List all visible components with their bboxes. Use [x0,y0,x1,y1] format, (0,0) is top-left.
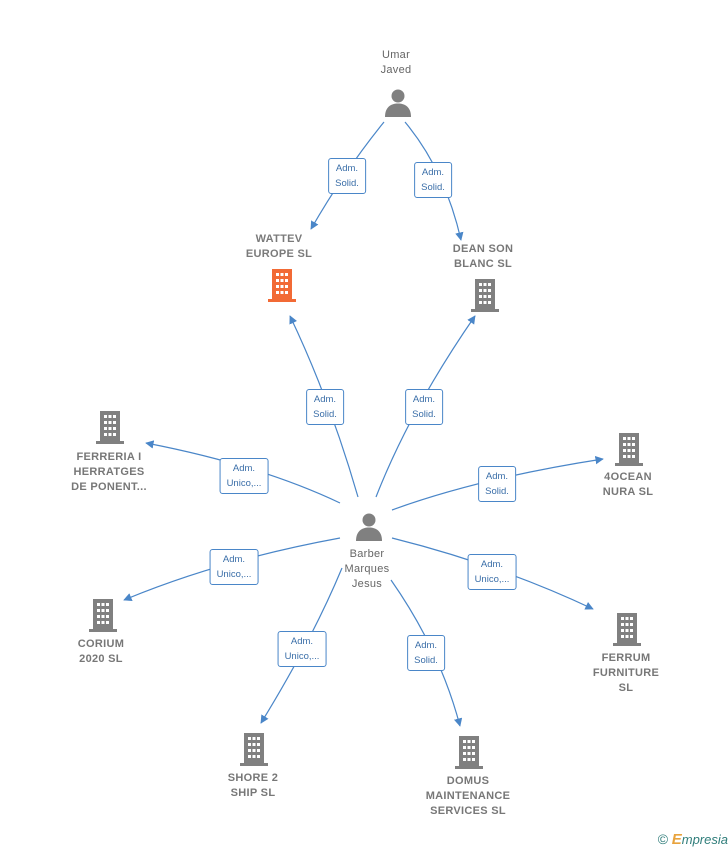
role-line1: Adm. [480,559,504,570]
node-ocean-line1: 4OCEAN [604,471,652,483]
building-icon[interactable] [239,732,269,766]
node-barber-label[interactable]: Barber Marques Jesus [345,547,390,592]
node-shore-label[interactable]: SHORE 2 SHIP SL [228,771,278,801]
role-barber-ferreria[interactable]: Adm. Unico,... [219,458,269,494]
node-wattev-line1: WATTEV [255,233,303,245]
node-domus-line2: MAINTENANCE [425,790,511,802]
brand-footer[interactable]: © Empresia [658,831,728,848]
building-icon[interactable] [88,598,118,632]
role-line2: Solid. [412,409,436,420]
building-icon[interactable] [95,410,125,444]
node-umar-label[interactable]: Umar Javed [381,48,412,78]
role-line1: Adm. [485,471,509,482]
node-ferreria-label[interactable]: FERRERIA I HERRATGES DE PONENT... [71,450,147,495]
role-line2: Unico,... [216,569,252,580]
role-umar-dean[interactable]: Adm. Solid. [414,162,452,198]
role-barber-dean[interactable]: Adm. Solid. [405,389,443,425]
node-barber-line1: Barber [349,548,385,560]
node-umar-line2: Javed [380,64,412,76]
node-ferreria-line1: FERRERIA I [76,451,142,463]
node-domus-line1: DOMUS [446,775,490,787]
node-dean-label[interactable]: DEAN SON BLANC SL [453,242,513,272]
node-ferreria-line3: DE PONENT... [71,481,147,493]
building-icon[interactable] [267,268,297,302]
role-line1: Adm. [222,554,246,565]
role-line2: Solid. [414,655,438,666]
node-domus-line3: SERVICES SL [430,805,506,817]
role-line2: Unico,... [474,574,510,585]
brand-logo: Empresia [671,831,728,848]
brand-initial: E [671,831,682,848]
brand-name: mpresia [681,832,728,847]
role-line1: Adm. [421,167,445,178]
role-barber-ferrum[interactable]: Adm. Unico,... [467,554,517,590]
node-wattev-label[interactable]: WATTEV EUROPE SL [246,232,312,262]
building-icon[interactable] [470,278,500,312]
role-barber-corium[interactable]: Adm. Unico,... [209,549,259,585]
node-ferrum-line1: FERRUM [601,652,651,664]
node-shore-line1: SHORE 2 [227,772,279,784]
role-line1: Adm. [412,394,436,405]
node-corium-line1: CORIUM [77,638,125,650]
role-line1: Adm. [414,640,438,651]
node-barber-line3: Jesus [351,578,383,590]
node-dean-line1: DEAN SON [452,243,514,255]
node-ferrum-label[interactable]: FERRUM FURNITURE SL [593,651,659,696]
node-ferrum-line3: SL [618,682,634,694]
building-icon[interactable] [612,612,642,646]
role-line2: Solid. [313,409,337,420]
building-icon[interactable] [614,432,644,466]
node-domus-label[interactable]: DOMUS MAINTENANCE SERVICES SL [426,774,511,819]
person-icon[interactable] [354,512,384,542]
building-icon[interactable] [454,735,484,769]
person-icon[interactable] [383,88,413,118]
node-wattev-line2: EUROPE SL [245,248,313,260]
role-line2: Unico,... [284,651,320,662]
node-dean-line2: BLANC SL [453,258,512,270]
node-corium-line2: 2020 SL [79,653,123,665]
node-barber-line2: Marques [344,563,390,575]
role-barber-ocean[interactable]: Adm. Solid. [478,466,516,502]
role-line1: Adm. [232,463,256,474]
role-barber-domus[interactable]: Adm. Solid. [407,635,445,671]
node-ocean-label[interactable]: 4OCEAN NURA SL [603,470,654,500]
role-line2: Unico,... [226,478,262,489]
copyright-icon: © [657,831,669,847]
role-line2: Solid. [335,178,359,189]
role-line1: Adm. [335,163,359,174]
node-corium-label[interactable]: CORIUM 2020 SL [78,637,124,667]
node-ferreria-line2: HERRATGES [73,466,145,478]
role-line1: Adm. [313,394,337,405]
role-barber-shore[interactable]: Adm. Unico,... [277,631,327,667]
node-umar-line1: Umar [381,49,411,61]
role-barber-wattev[interactable]: Adm. Solid. [306,389,344,425]
role-line1: Adm. [290,636,314,647]
node-shore-line2: SHIP SL [230,787,276,799]
node-ferrum-line2: FURNITURE [592,667,660,679]
role-line2: Solid. [421,182,445,193]
role-line2: Solid. [485,486,509,497]
node-ocean-line2: NURA SL [602,486,654,498]
role-umar-wattev[interactable]: Adm. Solid. [328,158,366,194]
